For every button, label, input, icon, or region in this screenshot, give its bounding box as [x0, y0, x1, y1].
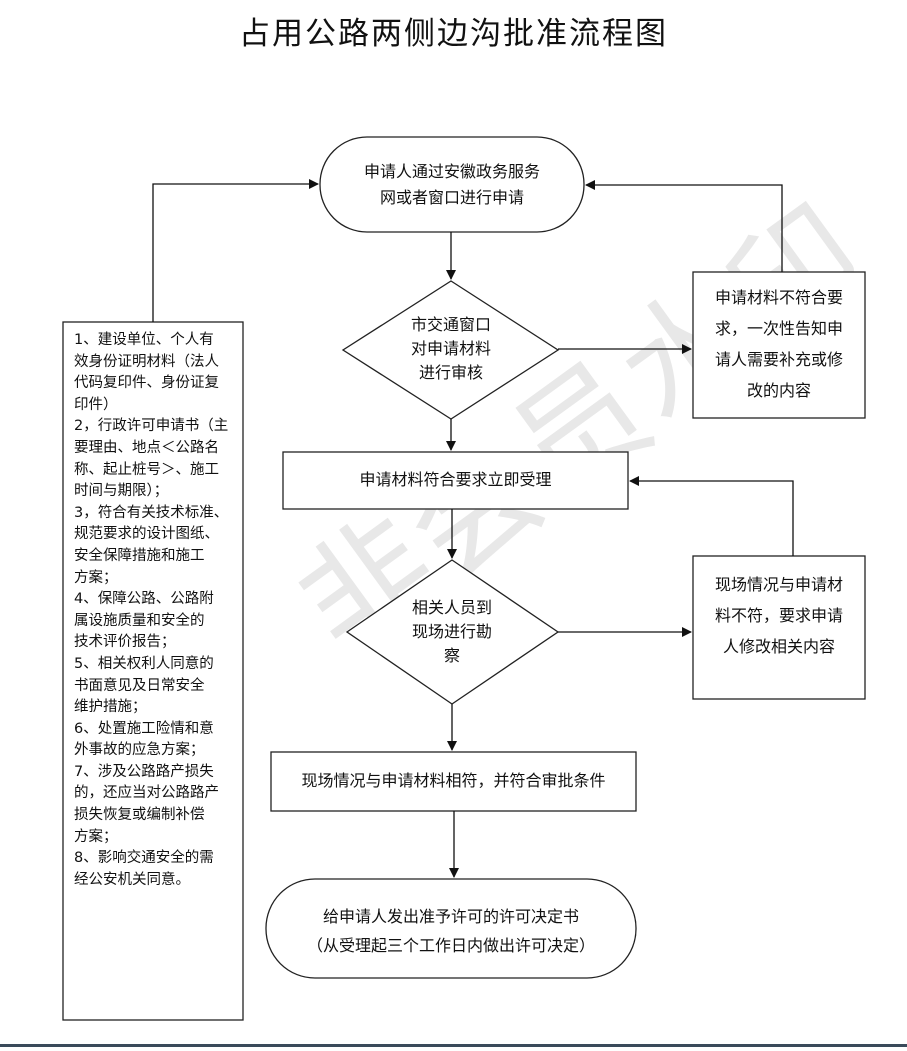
inspection-line-3: 察 [443, 646, 460, 665]
inspection-line-1: 相关人员到 [411, 598, 492, 617]
requirements-line: 方案； [74, 569, 118, 586]
requirements-line: 效身份证明材料（法人 [74, 353, 219, 370]
reject-materials-line-3: 请人需要补充或修 [714, 350, 843, 369]
reject-site-text: 现场情况与申请材 料不符，要求申请 人修改相关内容 [697, 569, 861, 662]
requirements-line: 称、起止桩号＞、施工 [74, 461, 219, 478]
requirements-list: 1、建设单位、个人有 效身份证明材料（法人 代码复印件、身份证复 印件） 2，行… [74, 330, 234, 891]
requirements-line: 5、相关权利人同意的 [74, 655, 214, 672]
start-terminator [319, 136, 585, 233]
requirements-line: 代码复印件、身份证复 [74, 375, 219, 392]
reject-site-line-1: 现场情况与申请材 [714, 575, 843, 594]
requirements-box [62, 321, 244, 1021]
review-line-1: 市交通窗口 [410, 315, 491, 334]
requirements-line: 时间与期限）； [74, 483, 169, 500]
inspection-line-2: 现场进行勘 [411, 622, 492, 641]
requirements-line: 4、保障公路、公路附 [74, 591, 214, 608]
end-terminator [265, 878, 637, 979]
requirements-line: 方案； [74, 828, 118, 845]
requirements-line: 维护措施； [74, 699, 147, 716]
requirements-line: 7、涉及公路路产损失 [74, 763, 214, 780]
arrow-reject-site-to-accept [629, 476, 794, 556]
reject-materials-line-1: 申请材料不符合要 [714, 288, 843, 307]
connectors [152, 179, 794, 878]
requirements-line: 经公安机关同意。 [74, 871, 190, 888]
requirements-line: 书面意见及日常安全 [74, 677, 205, 694]
page-title: 占用公路两侧边沟批准流程图 [239, 16, 668, 52]
requirements-line: 1、建设单位、个人有 [74, 332, 214, 348]
reject-site-line-3: 人修改相关内容 [722, 637, 835, 656]
requirements-line: 技术评价报告； [74, 634, 176, 651]
review-line-3: 进行审核 [418, 363, 483, 382]
requirements-line: 属设施质量和安全的 [74, 612, 205, 629]
requirements-line: 损失恢复或编制补偿 [74, 807, 205, 824]
end-line-1: 给申请人发出准予许可的许可决定书 [322, 907, 579, 926]
accept-box [282, 451, 629, 510]
review-line-2: 对申请材料 [410, 339, 491, 358]
accept-text: 申请材料符合要求立即受理 [359, 470, 552, 489]
end-line-2: （从受理起三个工作日内做出许可决定） [306, 936, 595, 955]
requirements-line: 规范要求的设计图纸、 [74, 526, 219, 543]
end-node-text: 给申请人发出准予许可的许可决定书 （从受理起三个工作日内做出许可决定） [276, 902, 626, 960]
requirements-line: 的，还应当对公路路产 [74, 785, 219, 802]
site-ok-box [270, 751, 637, 812]
start-line-2: 网或者窗口进行申请 [379, 188, 524, 207]
reject-site-box [692, 555, 866, 700]
reject-materials-line-4: 改的内容 [746, 381, 811, 400]
reject-materials-line-2: 求，一次性告知申 [714, 319, 843, 338]
requirements-line: 外事故的应急方案； [74, 742, 205, 759]
requirements-line: 安全保障措施和施工 [74, 547, 205, 564]
requirements-line: 印件） [74, 396, 118, 413]
arrow-requirements-to-start [152, 179, 319, 322]
reject-materials-text: 申请材料不符合要 求，一次性告知申 请人需要补充或修 改的内容 [697, 282, 861, 406]
reject-site-line-2: 料不符，要求申请 [714, 606, 843, 625]
requirements-line: 8、影响交通安全的需 [74, 850, 214, 867]
start-line-1: 申请人通过安徽政务服务 [363, 162, 540, 181]
start-node-text: 申请人通过安徽政务服务 网或者窗口进行申请 [330, 159, 574, 211]
bottom-divider [0, 1044, 907, 1047]
site-ok-text: 现场情况与申请材料相符，并符合审批条件 [301, 771, 606, 790]
requirements-line: 要理由、地点＜公路名 [74, 439, 219, 456]
requirements-line: 2，行政许可申请书（主 [74, 418, 229, 435]
arrow-reject-to-start [585, 180, 783, 272]
requirements-line: 6、处置施工险情和意 [74, 720, 214, 737]
inspection-decision-text: 相关人员到 现场进行勘 察 [382, 596, 522, 668]
review-decision-text: 市交通窗口 对申请材料 进行审核 [381, 313, 521, 385]
requirements-line: 3，符合有关技术标准、 [74, 504, 229, 521]
reject-materials-box [692, 271, 866, 419]
